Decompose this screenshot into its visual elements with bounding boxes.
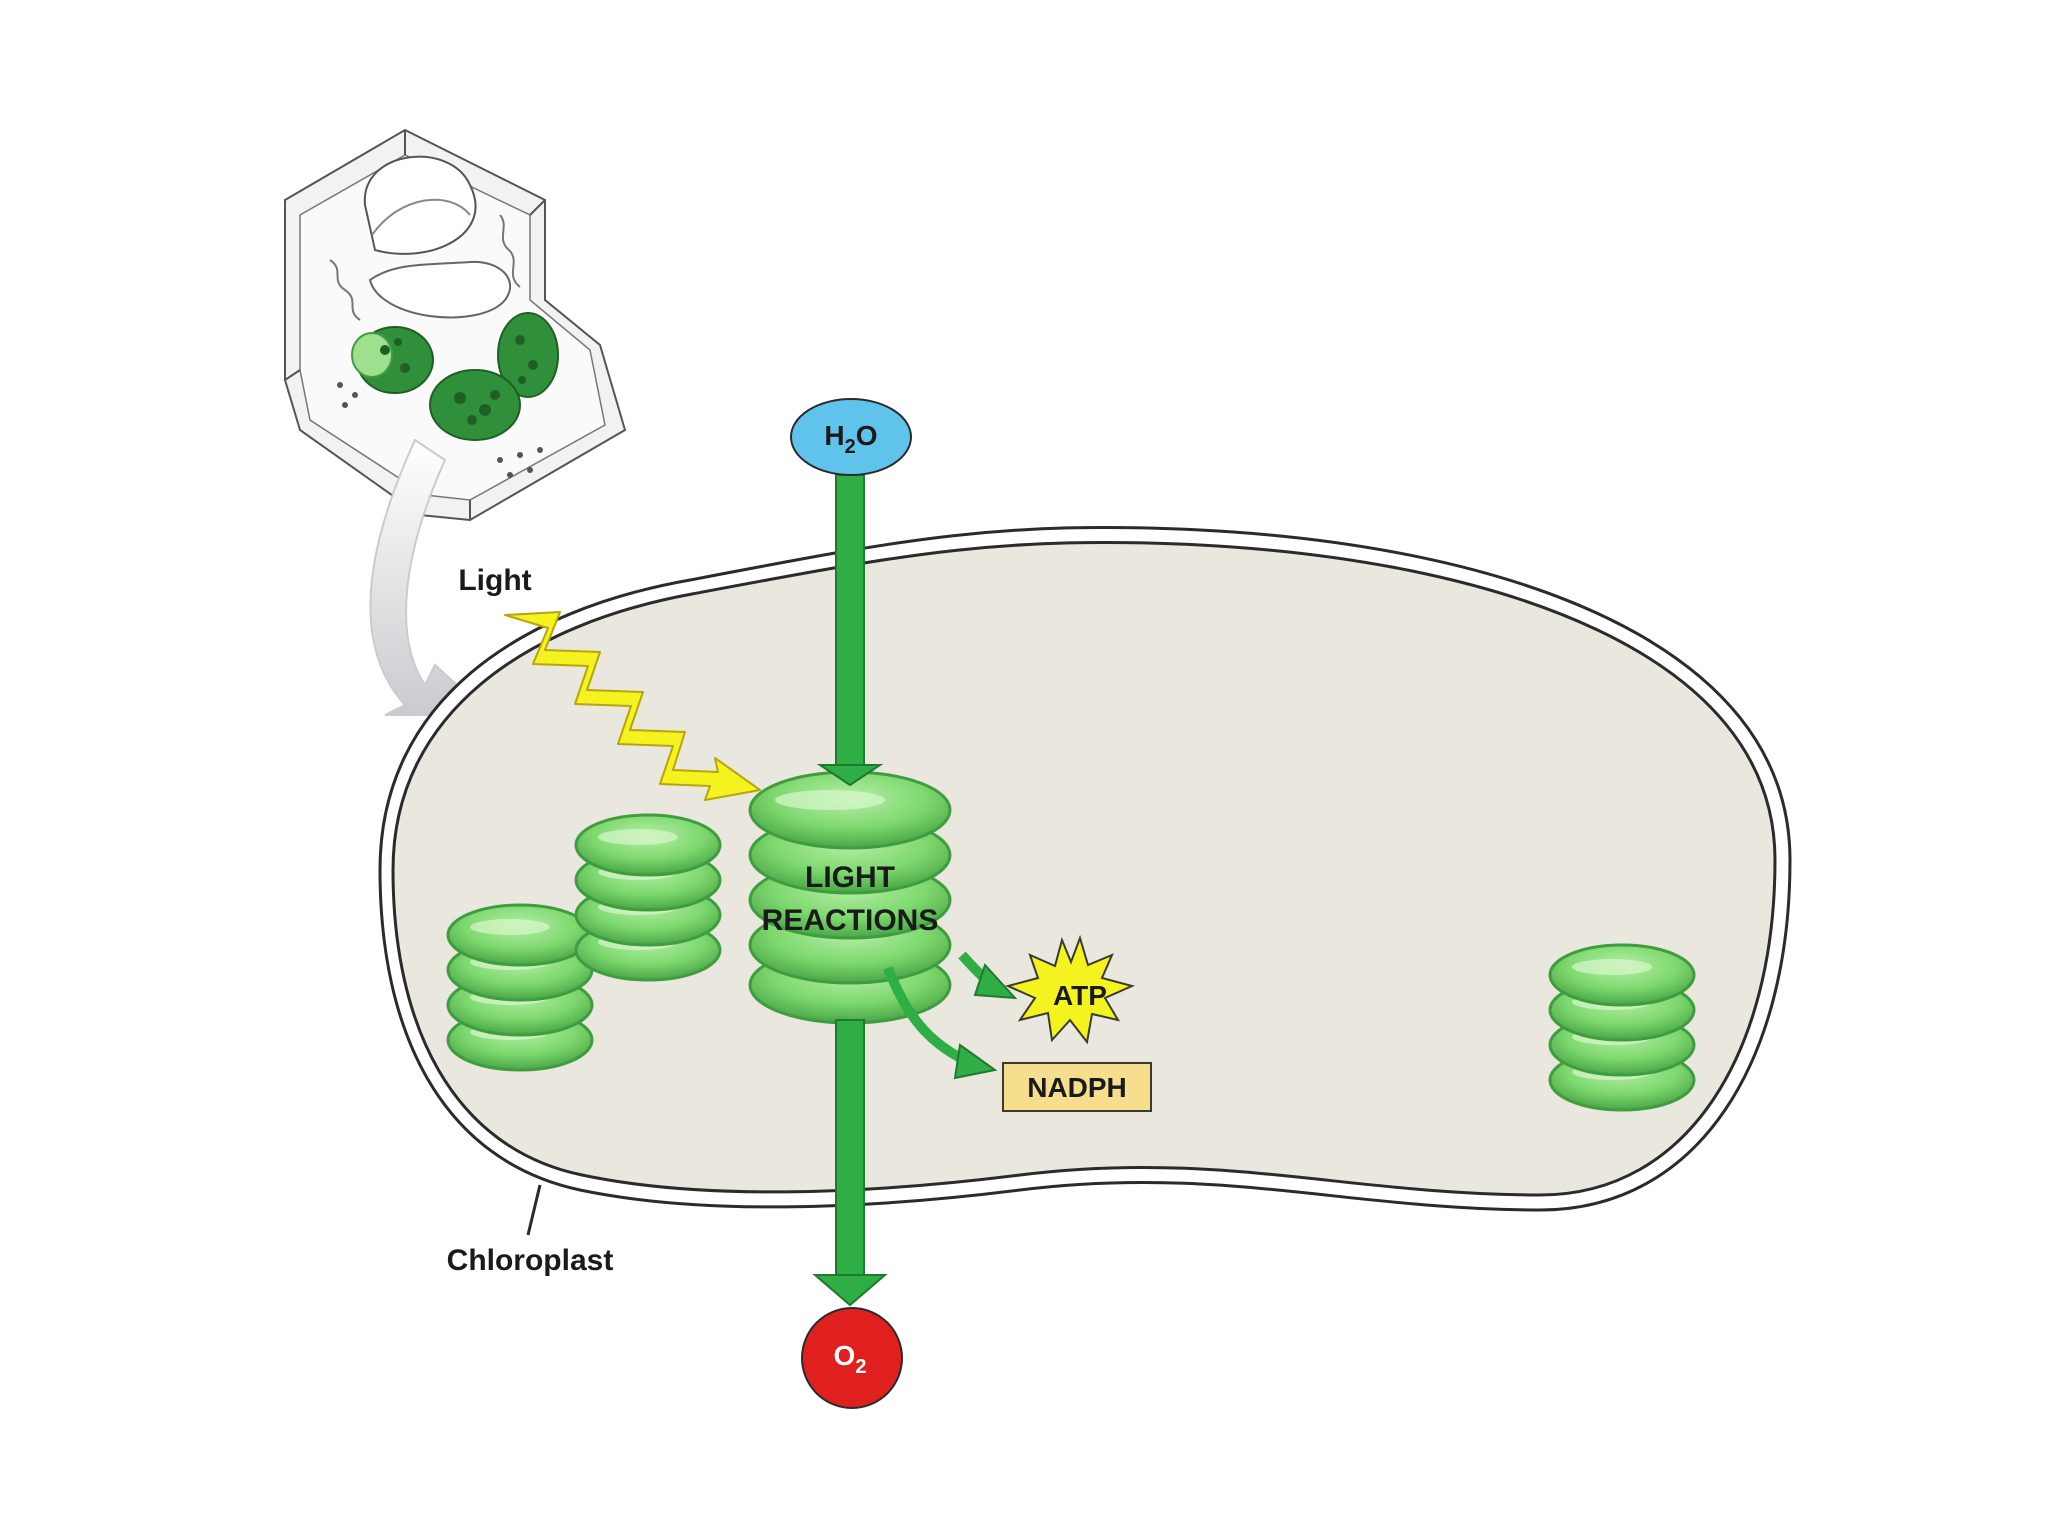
- oxygen-main-text: O: [834, 1340, 856, 1371]
- atp-starburst: [1005, 934, 1135, 1045]
- granum-stack-right: [1548, 943, 1696, 1112]
- nadph-arrow-head: [953, 1043, 998, 1080]
- oxygen-formula: O2: [834, 1340, 867, 1378]
- oxygen-molecule: [801, 1307, 903, 1409]
- granum-stack-left: [446, 903, 594, 1072]
- plant-cell-illustration: [284, 128, 627, 522]
- granum-stack-middle-left: [574, 813, 722, 982]
- water-main-text: H: [824, 420, 844, 451]
- atp-arrow-head: [973, 963, 1018, 1000]
- chloroplast-leader-line: [526, 1184, 542, 1236]
- chloroplast-label: Chloroplast: [447, 1244, 614, 1277]
- light-label: Light: [458, 564, 531, 597]
- light-reactions-label-line1: LIGHT: [805, 861, 895, 894]
- nadph-box: [1002, 1062, 1152, 1112]
- water-tail-text: O: [856, 420, 878, 451]
- nadph-label: NADPH: [1027, 1072, 1127, 1103]
- atp-label: ATP: [1053, 980, 1107, 1011]
- light-reactions-label-line2: REACTIONS: [762, 904, 939, 937]
- chloroplast-stroma: [391, 540, 1777, 1197]
- oxygen-subscript: 2: [855, 1356, 866, 1378]
- light-reactions-to-oxygen-arrow: [812, 1019, 888, 1307]
- light-bolt-icon: [504, 611, 761, 801]
- water-subscript: 2: [845, 436, 856, 458]
- light-reactions-granum: [748, 770, 952, 1025]
- water-molecule: [790, 398, 912, 476]
- water-formula: H2O: [824, 420, 877, 458]
